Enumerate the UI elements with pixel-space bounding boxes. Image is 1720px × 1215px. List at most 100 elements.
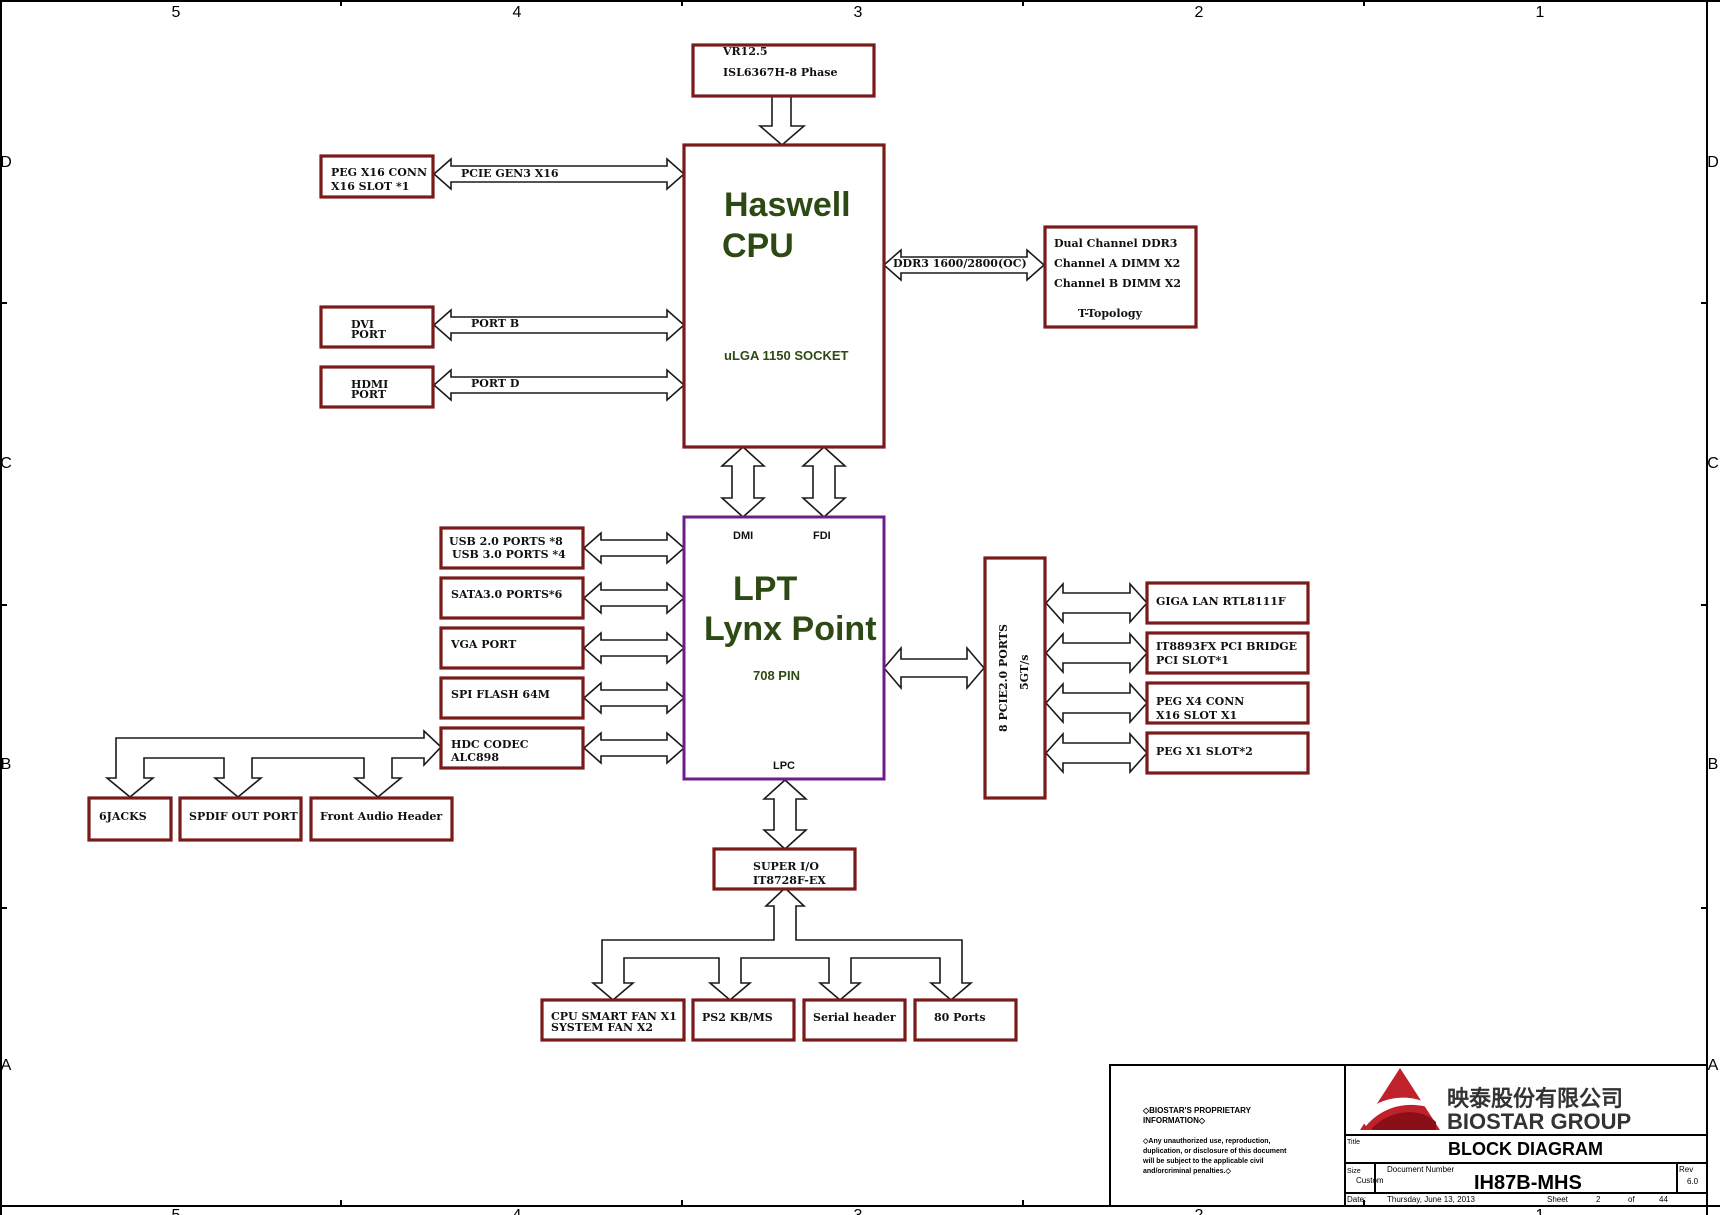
sheet-caption: Sheet xyxy=(1547,1195,1569,1204)
zone-bottom-5: 5 xyxy=(172,1207,181,1215)
hda-audio-tree xyxy=(104,729,443,799)
pch-lpc-label: LPC xyxy=(773,760,795,772)
zone-bottom-4: 4 xyxy=(513,1207,522,1215)
spdif-box xyxy=(178,796,303,842)
docnum-value: IH87B-MHS xyxy=(1474,1172,1582,1194)
serial-box xyxy=(802,998,907,1042)
hdmi-box xyxy=(319,365,435,409)
zone-left-c: C xyxy=(0,455,12,472)
docnum-caption: Document Number xyxy=(1387,1165,1454,1174)
rev-value: 6.0 xyxy=(1687,1177,1699,1186)
zone-bottom-3: 3 xyxy=(854,1207,863,1215)
ports80-box xyxy=(913,998,1018,1042)
vga-box xyxy=(439,626,585,670)
peg-x16-line2: X16 SLOT *1 xyxy=(331,180,409,193)
sio-box xyxy=(712,847,857,891)
pch-pins: 708 PIN xyxy=(753,668,800,683)
size-caption: Size xyxy=(1347,1168,1361,1175)
peg-x16-bus-label: PCIE GEN3 X16 xyxy=(461,167,559,180)
labels: VR12.5 ISL6367H-8 Phase PEG X16 CONN X16… xyxy=(99,45,1297,1034)
title-caption: Title xyxy=(1347,1139,1360,1146)
zone-bottom-2: 2 xyxy=(1195,1207,1204,1215)
ddr-bus-label: DDR3 1600/2800(OC) xyxy=(893,257,1027,270)
pcie-switch-line1: 8 PCIE2.0 PORTS xyxy=(997,624,1010,732)
hda-bus-arrow xyxy=(582,731,686,765)
spdif-label: SPDIF OUT PORT xyxy=(189,810,299,823)
pch-dmi-label: DMI xyxy=(733,530,753,542)
cpu-title-2: CPU xyxy=(722,227,794,265)
peg-x16-line1: PEG X16 CONN xyxy=(331,166,427,179)
pcie-switch-bus-arrow xyxy=(882,645,986,691)
sheet-title: BLOCK DIAGRAM xyxy=(1448,1139,1603,1159)
usb-line2: USB 3.0 PORTS *4 xyxy=(452,548,566,561)
vga-label: VGA PORT xyxy=(450,638,517,651)
vga-bus-arrow xyxy=(582,631,686,665)
jacks-label: 6JACKS xyxy=(99,810,147,823)
pcie-switch-box xyxy=(983,556,1047,800)
lan-label: GIGA LAN RTL8111F xyxy=(1156,595,1286,608)
cpu-box xyxy=(682,143,886,449)
pch-fdi-label: FDI xyxy=(813,530,831,542)
hda-box xyxy=(439,726,585,770)
pch-box xyxy=(682,515,886,781)
dmi-bus-arrow xyxy=(719,445,767,519)
company-cn: 映泰股份有限公司 xyxy=(1447,1086,1623,1111)
dvi-box xyxy=(319,305,435,349)
front-audio-box xyxy=(309,796,454,842)
ps2-box xyxy=(691,998,796,1042)
sio-line1: SUPER I/O xyxy=(753,860,819,873)
hda-line1: HDC CODEC xyxy=(451,738,529,751)
ports80-label: 80 Ports xyxy=(934,1011,986,1024)
jacks-box xyxy=(87,796,173,842)
bridge-bus-arrow xyxy=(1044,631,1149,675)
ddr-line4: T-Topology xyxy=(1078,307,1143,320)
serial-label: Serial header xyxy=(813,1011,896,1024)
zone-markers: 5 4 3 2 1 5 4 3 2 1 D C B A D C B A xyxy=(0,4,1719,1215)
sata-bus-arrow xyxy=(582,581,686,615)
date-value: Thursday, June 13, 2013 xyxy=(1387,1195,1475,1204)
zone-top-1: 1 xyxy=(1536,4,1545,21)
fan-box xyxy=(540,998,686,1042)
sata-box xyxy=(439,576,585,620)
zone-right-d: D xyxy=(1707,154,1719,171)
hdmi-line2: PORT xyxy=(351,388,387,401)
zone-top-4: 4 xyxy=(513,4,522,21)
dvi-line1: DVI xyxy=(351,318,374,331)
boxes xyxy=(87,43,1310,1042)
vr-line2: ISL6367H-8 Phase xyxy=(723,66,837,79)
zone-top-3: 3 xyxy=(854,4,863,21)
dvi-bus-label: PORT B xyxy=(471,317,519,330)
lpc-bus-arrow xyxy=(761,778,809,851)
cpu-socket: uLGA 1150 SOCKET xyxy=(724,348,849,363)
vr-line1: VR12.5 xyxy=(722,45,767,58)
hda-line2: ALC898 xyxy=(450,751,499,764)
ddr-box xyxy=(1043,225,1198,329)
biostar-logo-icon xyxy=(1360,1068,1440,1130)
cpu-title-1: Haswell xyxy=(724,186,851,224)
title-block-text: ◇BIOSTAR'S PROPRIETARY INFORMATION◇ ◇Any… xyxy=(1142,1086,1699,1204)
sheet-total: 44 xyxy=(1659,1195,1668,1204)
sio-output-tree xyxy=(590,886,974,1002)
sheet-number: 2 xyxy=(1596,1195,1601,1204)
front-audio-label: Front Audio Header xyxy=(320,810,442,823)
peg-x16-box xyxy=(319,154,435,199)
hdmi-bus-label: PORT D xyxy=(471,377,520,390)
bridge-line1: IT8893FX PCI BRIDGE xyxy=(1156,640,1297,653)
of-caption: of xyxy=(1628,1195,1635,1204)
usb-bus-arrow xyxy=(582,531,686,565)
zone-bottom-1: 1 xyxy=(1536,1207,1545,1215)
zone-left-b: B xyxy=(1,756,12,773)
lan-bus-arrow xyxy=(1044,581,1149,625)
bridge-line2: PCI SLOT*1 xyxy=(1156,654,1229,667)
notice-line2: duplication, or disclosure of this docum… xyxy=(1143,1148,1287,1155)
sata-label: SATA3.0 PORTS*6 xyxy=(451,588,563,601)
peg4-line2: X16 SLOT X1 xyxy=(1156,709,1237,722)
zone-top-2: 2 xyxy=(1195,4,1204,21)
size-value: Custom xyxy=(1356,1176,1384,1185)
vr-to-cpu-arrow xyxy=(757,95,807,147)
ddr-line2: Channel A DIMM X2 xyxy=(1054,257,1180,270)
zone-right-c: C xyxy=(1707,455,1719,472)
pch-bus-labels: DMI FDI LPC xyxy=(733,530,831,772)
vr-box xyxy=(691,43,876,98)
lan-box xyxy=(1145,581,1310,625)
